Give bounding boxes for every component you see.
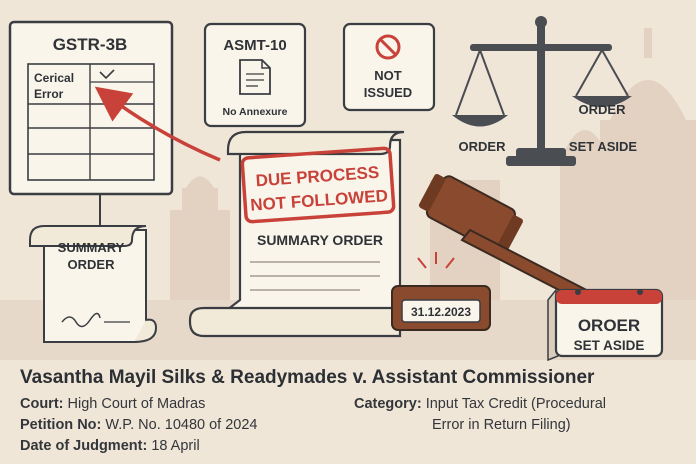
judgment-label: Date of Judgment: [20,438,148,454]
signature-icon [61,312,101,328]
category-value-2: Error in Return Filing) [432,417,571,433]
gstr-title: GSTR-3B [53,35,128,54]
not-issued-text-1: NOT [374,68,402,83]
scale-right-label: SET ASIDE [569,139,637,154]
not-issued-text-2: ISSUED [364,85,412,100]
asmt-10-card: ASMT-10 No Annexure [203,22,307,128]
petition-line: Petition No: W.P. No. 10480 of 2024 [20,417,258,433]
petition-label: Petition No: [20,417,102,433]
gstr-3b-form: GSTR-3B Cerical Error [8,20,174,228]
court-line: Court: High Court of Madras [20,396,205,412]
category-line: Category: Input Tax Credit (Procedural [354,396,606,412]
left-scroll-text-2: ORDER [68,257,116,272]
gstr-cell-text-1: Cerical [34,71,74,85]
prohibited-icon [375,34,401,60]
calendar-text-1: OROER [578,316,640,335]
asmt-title: ASMT-10 [223,37,286,54]
arrow-icon [94,86,221,162]
left-scroll-text-1: SUMMARY [58,240,125,255]
gavel-block-date: 31.12.2023 [411,305,471,319]
not-issued-card: NOT ISSUED [342,22,436,112]
petition-value: W.P. No. 10480 of 2024 [105,417,258,433]
judgment-line: Date of Judgment: 18 April [20,438,200,454]
scale-right-pan-label: ORDER [579,102,627,117]
summary-order-scroll-left: SUMMARY ORDER [29,225,158,343]
category-value-1: Input Tax Credit (Procedural [425,396,606,412]
calendar-icon: OROER SET ASIDE [547,287,664,362]
gstr-cell-text-2: Error [34,87,64,101]
calendar-text-2: SET ASIDE [574,338,645,353]
category-label: Category: [354,396,422,412]
judgment-value: 18 April [151,438,200,454]
case-title: Vasantha Mayil Silks & Readymades v. Ass… [20,367,595,388]
checkmark-icon [99,69,115,80]
document-icon [239,59,271,95]
gavel-icon [417,174,600,308]
court-value: High Court of Madras [67,396,206,412]
gavel-block: 31.12.2023 [391,285,491,331]
scales-of-justice-icon [452,16,632,166]
center-scroll-label: SUMMARY ORDER [257,232,383,248]
court-label: Court: [20,396,64,412]
scale-left-label: ORDER [459,139,507,154]
asmt-note: No Annexure [223,106,288,118]
